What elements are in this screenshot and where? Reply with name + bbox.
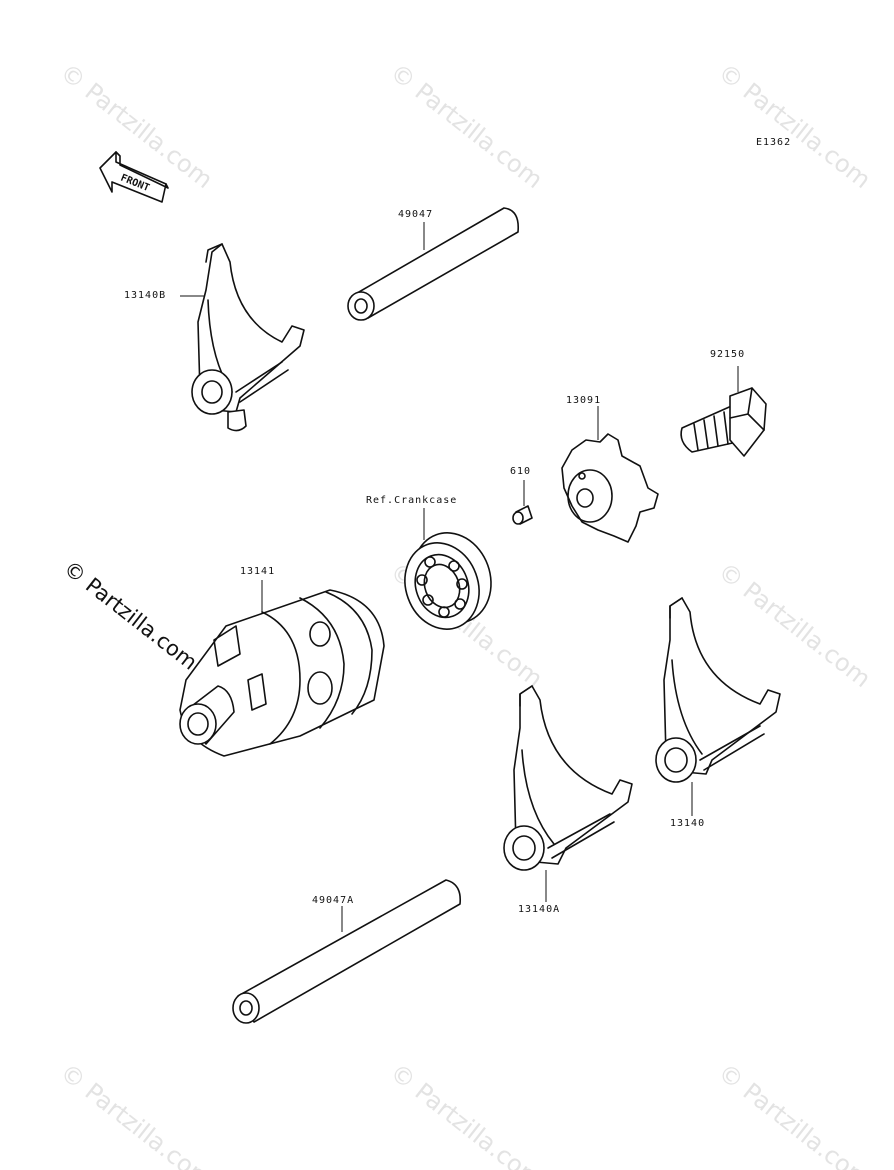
label-13140a: 13140A xyxy=(518,904,561,915)
bolt xyxy=(680,366,767,457)
label-13091: 13091 xyxy=(566,395,602,406)
shaft-lower xyxy=(232,879,462,1024)
shift-fork-b xyxy=(180,243,305,432)
label-92150: 92150 xyxy=(710,349,746,360)
cam-plate xyxy=(561,406,659,543)
dowel-pin xyxy=(512,480,533,525)
label-610: 610 xyxy=(510,466,532,477)
label-49047: 49047 xyxy=(398,209,434,220)
label-bearing: Ref.Crankcase xyxy=(366,495,458,506)
ball-bearing xyxy=(404,508,492,630)
label-49047a: 49047A xyxy=(312,895,355,906)
label-13140: 13140 xyxy=(670,818,706,829)
front-arrow-icon: FRONT xyxy=(99,151,169,203)
label-13141: 13141 xyxy=(240,566,276,577)
diagram-code: E1362 xyxy=(756,137,792,148)
shaft-upper xyxy=(347,207,520,321)
label-13140b: 13140B xyxy=(124,290,167,301)
shift-fork-a xyxy=(503,685,633,902)
shift-drum xyxy=(179,580,385,757)
shift-fork xyxy=(655,597,781,816)
